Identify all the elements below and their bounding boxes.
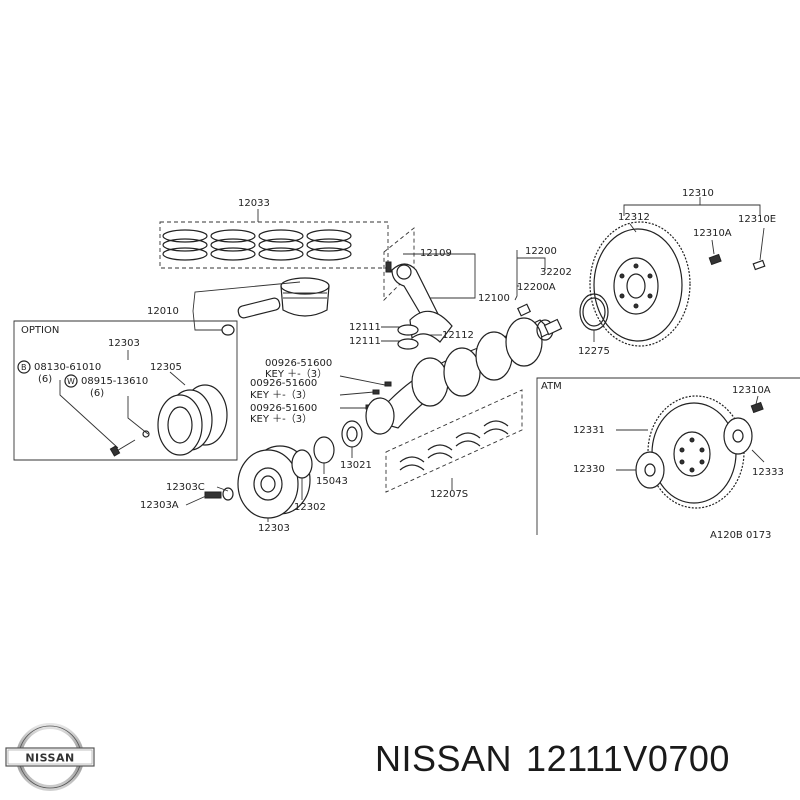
- label-key2-part: 00926-51600: [250, 378, 317, 389]
- svg-text:B: B: [21, 363, 27, 372]
- atm-box: ATM 12310A 12331 12330 12333 A120B 0173: [536, 377, 800, 541]
- piston-ring-set: 12033: [159, 198, 389, 269]
- label-13021: 13021: [340, 460, 372, 471]
- label-12310E: 12310E: [738, 214, 776, 225]
- label-12305: 12305: [150, 362, 182, 373]
- label-12331: 12331: [573, 425, 605, 436]
- label-option: OPTION: [21, 325, 59, 336]
- label-figure-code: A120B 0173: [710, 530, 771, 541]
- label-12200: 12200: [525, 246, 557, 257]
- label-12010: 12010: [147, 306, 179, 317]
- label-12200A: 12200A: [517, 282, 556, 293]
- label-12333: 12333: [752, 467, 784, 478]
- label-12312: 12312: [618, 212, 650, 223]
- label-08130-61010: 08130-61010: [34, 362, 101, 373]
- label-12109: 12109: [420, 248, 452, 259]
- connecting-rod: 12109 12100 12111 12111 12112: [349, 227, 510, 350]
- label-12275: 12275: [578, 346, 610, 357]
- label-12303C: 12303C: [166, 482, 205, 493]
- label-12207S: 12207S: [430, 489, 468, 500]
- label-15043: 15043: [316, 476, 348, 487]
- part-number: 12111V0700: [526, 738, 730, 779]
- crankshaft: 12200 32202 12200A: [365, 246, 572, 435]
- part-title: NISSAN 12111V0700: [375, 738, 744, 780]
- label-key3-part: 00926-51600: [250, 403, 317, 414]
- label-08915-13610: 08915-13610: [81, 376, 148, 387]
- label-atm-12310A: 12310A: [732, 385, 771, 396]
- label-key1-desc: KEY ＋-（3）: [265, 368, 327, 380]
- label-12303: 12303: [258, 523, 290, 534]
- label-opt-12303: 12303: [108, 338, 140, 349]
- label-12302: 12302: [294, 502, 326, 513]
- label-32202: 32202: [540, 267, 572, 278]
- svg-text:NISSAN: NISSAN: [25, 752, 74, 765]
- label-12310A: 12310A: [693, 228, 732, 239]
- label-qty-a: (6): [38, 374, 52, 385]
- label-key2-desc: KEY ＋-（3）: [250, 389, 312, 401]
- label-12111-lower: 12111: [349, 336, 381, 347]
- label-12310: 12310: [682, 188, 714, 199]
- brand-name: NISSAN: [375, 738, 513, 779]
- label-key3-desc: KEY ＋-（3）: [250, 413, 312, 425]
- flywheel-group: 12310 12312 12310E 12310A 12275: [578, 188, 776, 357]
- label-12303A: 12303A: [140, 500, 179, 511]
- svg-text:W: W: [67, 377, 75, 386]
- nissan-logo: NISSAN: [5, 723, 95, 791]
- label-12330: 12330: [573, 464, 605, 475]
- woodruff-keys: 00926-51600 KEY ＋-（3） 00926-51600 KEY ＋-…: [250, 358, 392, 425]
- label-key1-part: 00926-51600: [265, 358, 332, 369]
- piston: 12010: [147, 277, 330, 336]
- main-bearing-set: 12207S: [385, 389, 523, 500]
- label-atm: ATM: [541, 381, 562, 392]
- label-12112: 12112: [442, 330, 474, 341]
- option-box: OPTION 12303 B 08130-61010 (6) W 08915-1…: [13, 320, 238, 461]
- label-12033: 12033: [238, 198, 270, 209]
- label-12100: 12100: [478, 293, 510, 304]
- label-12111-upper: 12111: [349, 322, 381, 333]
- label-qty-w: (6): [90, 388, 104, 399]
- front-pulley-group: 12303C 12303A 12303 12302 15043 13021: [140, 420, 372, 534]
